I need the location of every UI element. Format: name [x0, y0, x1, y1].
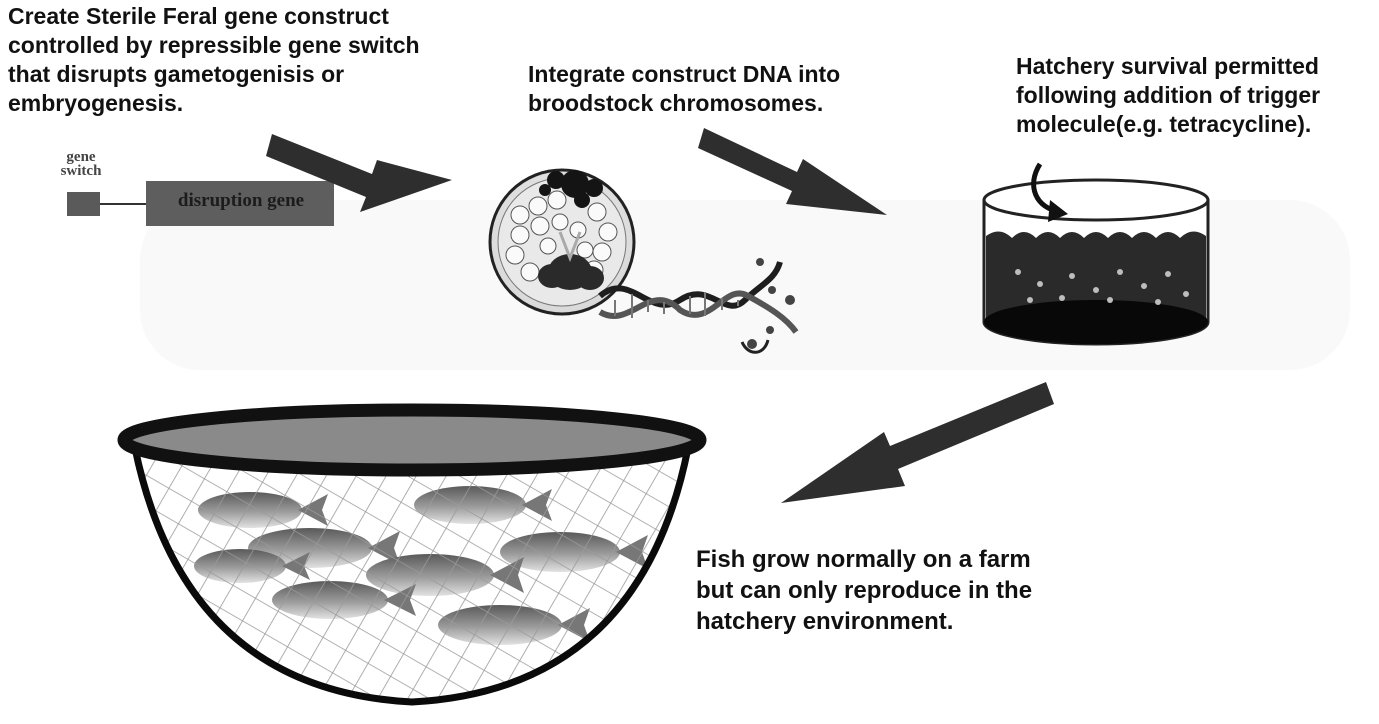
gene-switch-label: gene switch: [46, 150, 116, 178]
hatchery-tank: [984, 164, 1208, 344]
net-pen-rim: [124, 410, 700, 470]
embryo-egg: [490, 170, 634, 314]
disruption-gene-label: disruption gene: [150, 190, 332, 212]
gene-switch-box: [67, 192, 100, 216]
net-pen: [100, 410, 720, 720]
step-create-construct-text: Create Sterile Feral gene construct cont…: [8, 2, 508, 118]
step-integrate-dna-text: Integrate construct DNA into broodstock …: [528, 60, 948, 118]
arrow-3: [781, 382, 1054, 503]
step-hatchery-survival-text: Hatchery survival permitted following ad…: [1016, 52, 1376, 139]
step-farm-growth-text: Fish grow normally on a farm but can onl…: [696, 544, 1116, 637]
